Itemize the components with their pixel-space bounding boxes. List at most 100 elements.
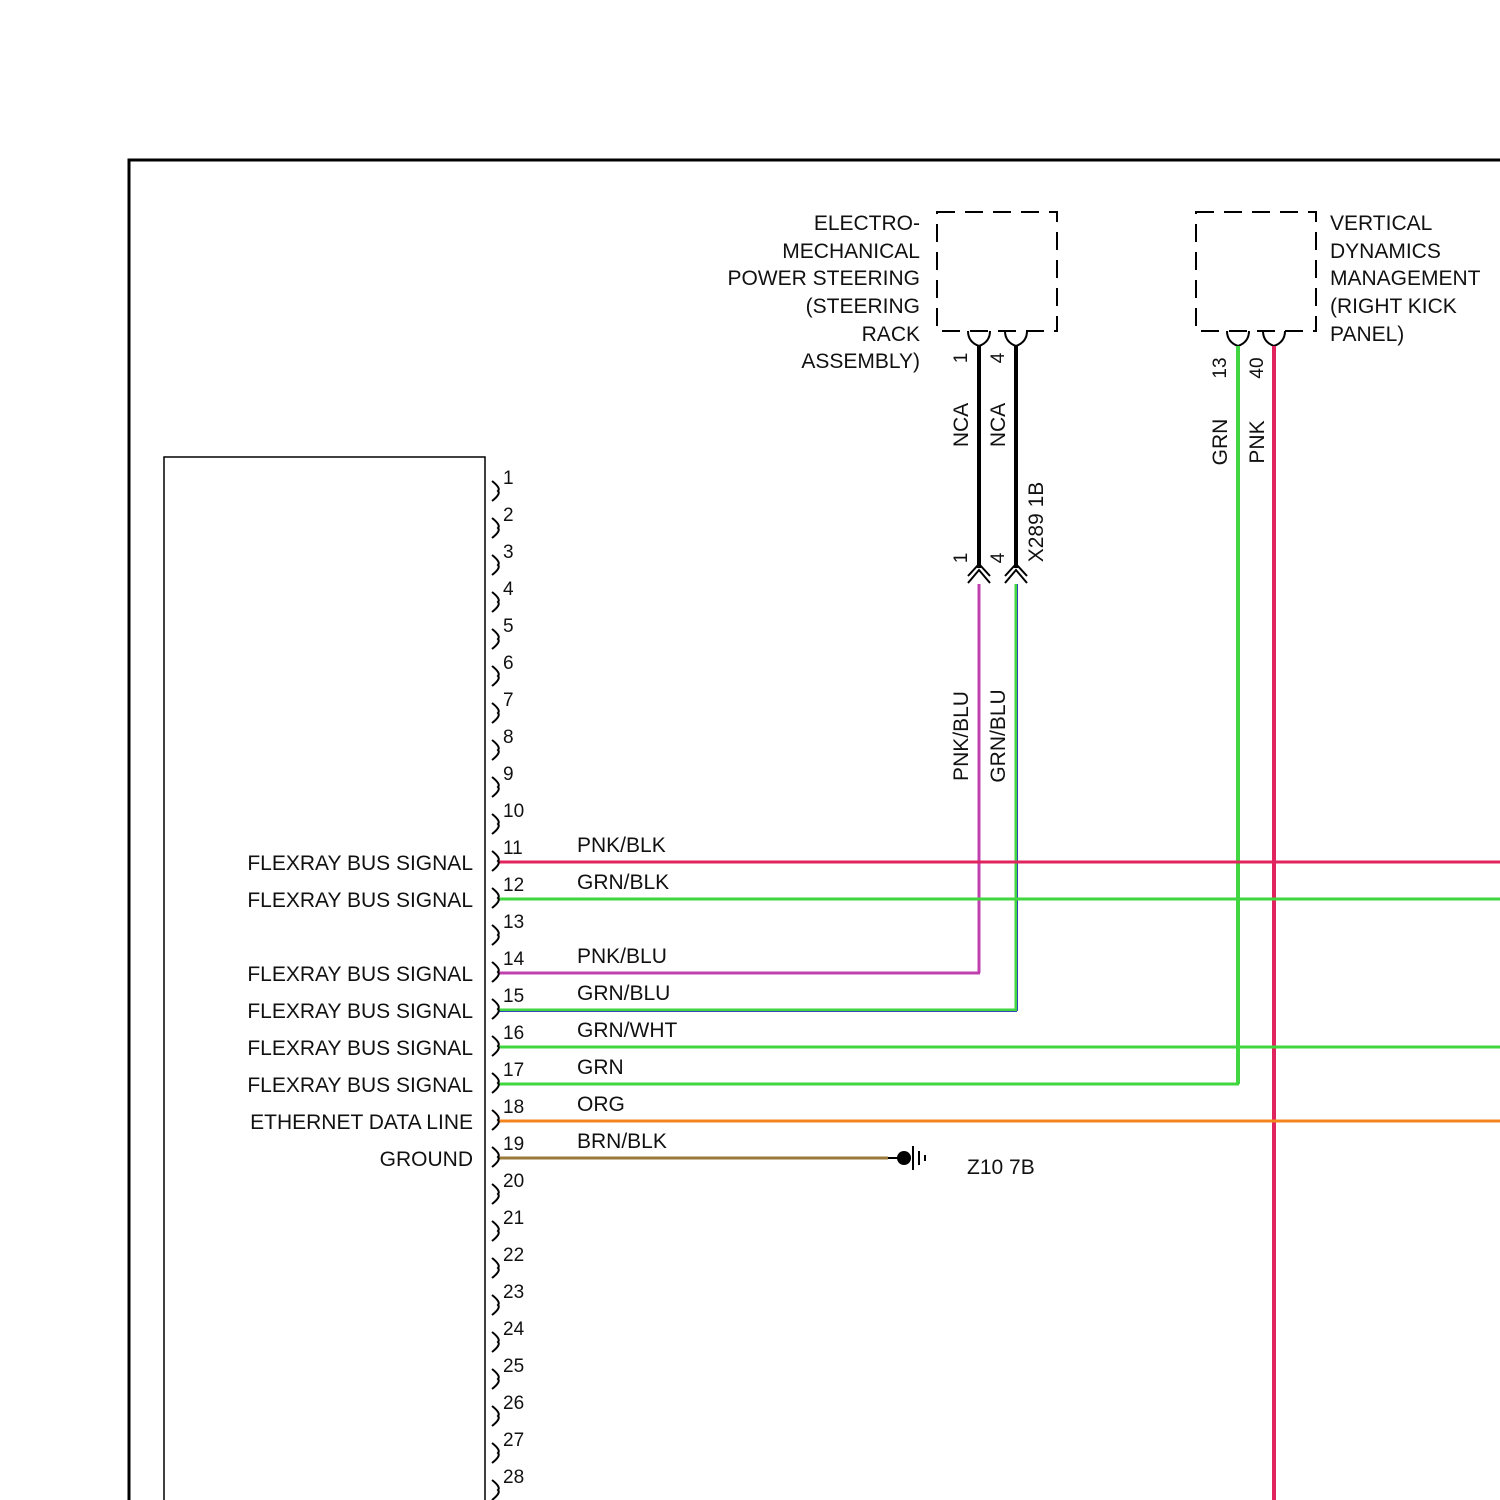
- pin-5-number: 5: [503, 616, 514, 637]
- pin-10-number: 10: [503, 801, 524, 822]
- pin-12-number: 12: [503, 875, 524, 896]
- pin-12-wire-color: GRN/BLK: [577, 871, 669, 894]
- pin-11-function-label: FLEXRAY BUS SIGNAL: [247, 852, 473, 875]
- eps-pin-1-number: 1: [951, 353, 972, 364]
- pin-10-terminal: [492, 814, 499, 834]
- pin-15-wire-color: GRN/BLU: [577, 982, 670, 1005]
- pin-7-number: 7: [503, 690, 514, 711]
- vdm-label-line-4: (RIGHT KICK: [1330, 295, 1457, 318]
- pin-12-function-label: FLEXRAY BUS SIGNAL: [247, 889, 473, 912]
- wire-color-eps-pin1-upper: NCA: [950, 403, 973, 447]
- pin-14-terminal: [492, 962, 499, 982]
- pin-4-terminal: [492, 592, 499, 612]
- wire-color-grn-blu-vertical: GRN/BLU: [987, 689, 1010, 782]
- pin-1-terminal: [492, 481, 499, 501]
- pin-15-terminal: [492, 999, 499, 1019]
- pin-26-number: 26: [503, 1393, 524, 1414]
- pin-19-terminal: [492, 1147, 499, 1167]
- pin-26-terminal: [492, 1406, 499, 1426]
- pin-6-terminal: [492, 666, 499, 686]
- pin-15-function-label: FLEXRAY BUS SIGNAL: [247, 1000, 473, 1023]
- pin-24-number: 24: [503, 1319, 525, 1340]
- pin-12-terminal: [492, 888, 499, 908]
- pin-11-terminal: [492, 851, 499, 871]
- pin-15-number: 15: [503, 986, 524, 1007]
- pin-25-terminal: [492, 1369, 499, 1389]
- pin-23-number: 23: [503, 1282, 524, 1303]
- eps-label-line-2: MECHANICAL: [782, 240, 920, 263]
- pin-16-number: 16: [503, 1023, 524, 1044]
- pin-7-terminal: [492, 703, 499, 723]
- ground-symbol: [888, 1146, 925, 1170]
- pin-13-number: 13: [503, 912, 524, 933]
- eps-component: ELECTRO- MECHANICAL POWER STEERING (STEE…: [727, 212, 1057, 373]
- vdm-label-line-5: PANEL): [1330, 323, 1404, 346]
- pin-22-terminal: [492, 1258, 499, 1278]
- pin-14-wire-color: PNK/BLU: [577, 945, 667, 968]
- ground-label: Z10 7B: [967, 1156, 1035, 1179]
- pin-22-number: 22: [503, 1245, 524, 1266]
- pin-9-terminal: [492, 777, 499, 797]
- inline-connector-x289: 1 4 X289 1B: [951, 482, 1048, 583]
- pin-16-terminal: [492, 1036, 499, 1056]
- pin-21-number: 21: [503, 1208, 524, 1229]
- inline-connector-pin-4-number: 4: [988, 552, 1009, 563]
- pin-3-terminal: [492, 555, 499, 575]
- pin-13-terminal: [492, 925, 499, 945]
- pin-17-wire-color: GRN: [577, 1056, 624, 1079]
- wire-color-pnk-blu-vertical: PNK/BLU: [950, 691, 973, 781]
- eps-label-line-5: RACK: [862, 323, 920, 346]
- eps-pin-1-terminal: [968, 331, 990, 346]
- pin-6-number: 6: [503, 653, 514, 674]
- pin-27-terminal: [492, 1443, 499, 1463]
- vdm-pin-40-terminal: [1263, 331, 1285, 346]
- pin-17-terminal: [492, 1073, 499, 1093]
- pin-28-terminal: [492, 1480, 499, 1500]
- pin-14-number: 14: [503, 949, 525, 970]
- pin-18-wire-color: ORG: [577, 1093, 625, 1116]
- pin-2-number: 2: [503, 505, 514, 526]
- vdm-pin-40-number: 40: [1247, 357, 1268, 378]
- eps-label-line-6: ASSEMBLY): [801, 350, 920, 373]
- pin-16-function-label: FLEXRAY BUS SIGNAL: [247, 1037, 473, 1060]
- pin-21-terminal: [492, 1221, 499, 1241]
- pin-24-terminal: [492, 1332, 499, 1352]
- pin-19-function-label: GROUND: [380, 1148, 473, 1171]
- inline-connector-pin-1-number: 1: [951, 553, 972, 564]
- pin-20-terminal: [492, 1184, 499, 1204]
- pin-20-number: 20: [503, 1171, 524, 1192]
- pin-19-number: 19: [503, 1134, 524, 1155]
- vdm-dashed-box: [1196, 212, 1316, 331]
- wire-color-pnk-vertical: PNK: [1246, 420, 1269, 463]
- vdm-label-line-1: VERTICAL: [1330, 212, 1432, 235]
- pin-9-number: 9: [503, 764, 514, 785]
- pin-18-number: 18: [503, 1097, 524, 1118]
- pin-8-terminal: [492, 740, 499, 760]
- vdm-label-line-3: MANAGEMENT: [1330, 267, 1481, 290]
- eps-label-line-4: (STEERING: [806, 295, 920, 318]
- pin-11-number: 11: [503, 838, 523, 859]
- pin-3-number: 3: [503, 542, 514, 563]
- pin-19-wire-color: BRN/BLK: [577, 1130, 667, 1153]
- eps-pin-4-number: 4: [988, 352, 1009, 363]
- pin-5-terminal: [492, 629, 499, 649]
- pin-17-function-label: FLEXRAY BUS SIGNAL: [247, 1074, 473, 1097]
- pin-25-number: 25: [503, 1356, 524, 1377]
- pin-17-number: 17: [503, 1060, 524, 1081]
- eps-label-line-1: ELECTRO-: [814, 212, 920, 235]
- vdm-label-line-2: DYNAMICS: [1330, 240, 1441, 263]
- vdm-pin-13-number: 13: [1210, 357, 1231, 378]
- eps-dashed-box: [937, 212, 1057, 331]
- pin-14-function-label: FLEXRAY BUS SIGNAL: [247, 963, 473, 986]
- wire-color-grn-vertical: GRN: [1209, 419, 1232, 466]
- pin-8-number: 8: [503, 727, 514, 748]
- pin-11-wire-color: PNK/BLK: [577, 834, 666, 857]
- eps-label-line-3: POWER STEERING: [727, 267, 920, 290]
- inline-connector-label: X289 1B: [1025, 482, 1048, 563]
- pin-4-number: 4: [503, 579, 514, 600]
- pin-27-number: 27: [503, 1430, 524, 1451]
- pin-16-wire-color: GRN/WHT: [577, 1019, 677, 1042]
- pin-28-number: 28: [503, 1467, 524, 1488]
